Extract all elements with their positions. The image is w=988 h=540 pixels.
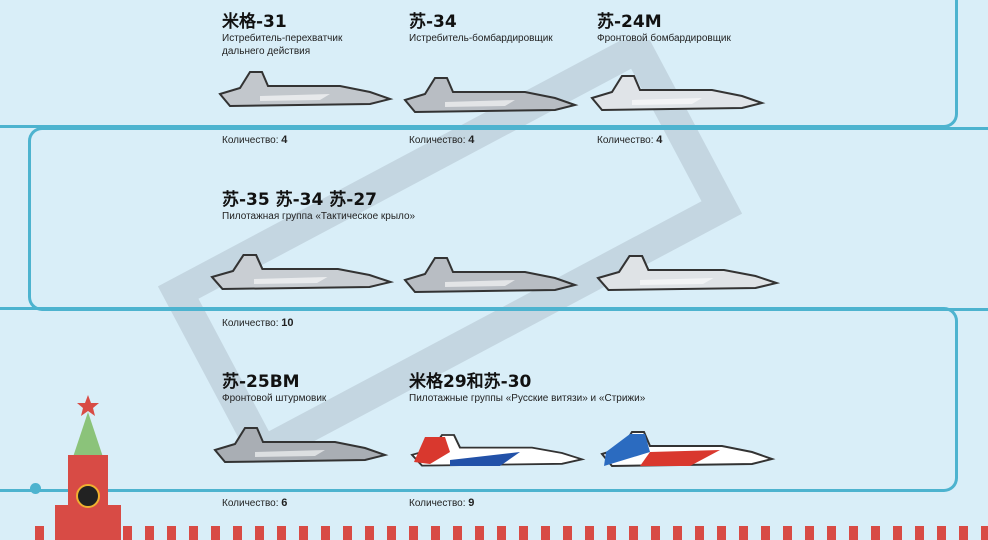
count-label: Количество:	[222, 135, 279, 146]
count-mig29-su30: Количество: 9	[409, 497, 474, 509]
aircraft-su24m: 苏-24M Фронтовой бомбардировщик	[597, 12, 787, 45]
count-label: Количество:	[409, 498, 466, 509]
count-tactical-wing: Количество: 10	[222, 317, 294, 329]
aircraft-title: 苏-35 苏-34 苏-27	[222, 190, 377, 210]
aircraft-title: 米格29和苏-30	[409, 372, 532, 392]
plane-su30	[601, 431, 773, 467]
timeline-dot	[30, 483, 41, 494]
count-value: 10	[281, 317, 294, 329]
plane-mig31	[219, 71, 391, 107]
aircraft-title: 苏-34	[409, 12, 457, 32]
aircraft-title: 苏-25BM	[222, 372, 300, 392]
kremlin-wall-illustration	[35, 526, 988, 540]
count-value: 4	[468, 134, 475, 146]
aircraft-su25bm: 苏-25BM Фронтовой штурмовик	[222, 372, 412, 405]
count-value: 9	[468, 497, 475, 509]
count-mig31: Количество: 4	[222, 134, 287, 146]
kremlin-tower-illustration	[55, 395, 121, 540]
section-top-frame	[0, 0, 958, 128]
plane-su34-b	[404, 257, 576, 293]
section-bottom-frame	[0, 307, 958, 492]
aircraft-mig29-su30: 米格29和苏-30 Пилотажные группы «Русские вит…	[409, 372, 729, 405]
aircraft-subtitle: Фронтовой бомбардировщик	[597, 33, 731, 44]
plane-su27	[596, 254, 778, 292]
aircraft-subtitle: Истребитель-бомбардировщик	[409, 33, 553, 44]
count-label: Количество:	[597, 135, 654, 146]
plane-su35	[210, 253, 392, 291]
aircraft-subtitle: Фронтовой штурмовик	[222, 393, 327, 404]
count-value: 4	[281, 134, 288, 146]
count-su34: Количество: 4	[409, 134, 474, 146]
count-label: Количество:	[409, 135, 466, 146]
aircraft-subtitle: Пилотажные группы «Русские витязи» и «Ст…	[409, 393, 646, 404]
plane-su24m	[591, 75, 763, 111]
count-su24m: Количество: 4	[597, 134, 662, 146]
aircraft-mig31: 米格-31 Истребитель-перехватчик дальнего д…	[222, 12, 412, 58]
plane-mig29	[411, 434, 583, 467]
aircraft-tactical-wing: 苏-35 苏-34 苏-27 Пилотажная группа «Тактич…	[222, 190, 622, 223]
count-label: Количество:	[222, 318, 279, 329]
count-value: 4	[656, 134, 663, 146]
aircraft-su34: 苏-34 Истребитель-бомбардировщик	[409, 12, 599, 45]
count-value: 6	[281, 497, 288, 509]
aircraft-subtitle: Пилотажная группа «Тактическое крыло»	[222, 211, 416, 222]
aircraft-title: 米格-31	[222, 12, 287, 32]
count-label: Количество:	[222, 498, 279, 509]
count-su25bm: Количество: 6	[222, 497, 287, 509]
plane-su25bm	[214, 427, 386, 463]
aircraft-subtitle: Истребитель-перехватчик дальнего действи…	[222, 33, 343, 57]
plane-su34	[404, 77, 576, 113]
aircraft-title: 苏-24M	[597, 12, 662, 32]
